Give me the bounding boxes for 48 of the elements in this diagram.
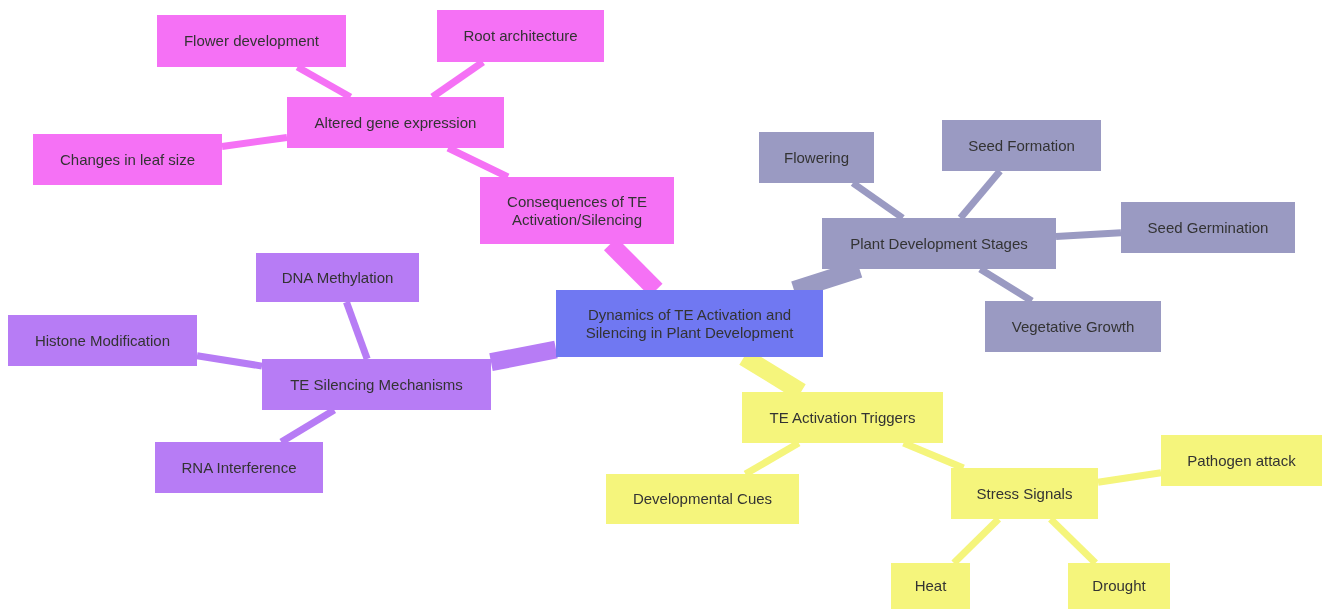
- topic-box: [155, 442, 323, 493]
- branch-line: [1055, 229, 1122, 241]
- topic-label: TE Activation Triggers: [769, 408, 916, 427]
- branch-line: [489, 340, 558, 371]
- topic-box: [262, 359, 491, 410]
- topic-label: Histone Modification: [34, 331, 171, 350]
- topic-box: [1161, 435, 1322, 486]
- topic-label: RNA Interference: [181, 458, 297, 477]
- topic-label: Flower development: [183, 32, 320, 50]
- root-topic-box: [556, 290, 823, 357]
- topic-label: Seed Formation: [968, 136, 1075, 155]
- topic-box: [437, 10, 604, 62]
- topic-box: [256, 253, 419, 302]
- topic-label: Seed Germination: [1147, 218, 1269, 237]
- topic-label: Flowering: [784, 148, 849, 167]
- topic-box: [1121, 202, 1295, 253]
- topic-box: [157, 15, 346, 67]
- topic-box: [985, 301, 1161, 352]
- topic-label: Developmental Cues: [632, 490, 773, 508]
- topic-label: TE Silencing Mechanisms: [290, 375, 463, 394]
- topic-label: DNA Methylation: [281, 268, 394, 287]
- topic-box: [759, 132, 874, 183]
- branch-line: [343, 300, 371, 361]
- topic-box: [8, 315, 197, 366]
- topic-label: Drought: [1092, 577, 1146, 595]
- branch-line: [221, 134, 288, 150]
- topic-box: [822, 218, 1056, 269]
- branch-line: [1097, 469, 1162, 486]
- topic-box: [742, 392, 943, 443]
- branch-line: [196, 352, 263, 370]
- topic-box: [951, 468, 1098, 519]
- topic-box: [942, 120, 1101, 171]
- topic-label: Vegetative Growth: [1011, 317, 1135, 336]
- topic-label: Consequences of TE Activation/Silencing: [506, 192, 648, 229]
- topic-box: [480, 177, 674, 244]
- topic-label: Altered gene expression: [314, 113, 477, 132]
- topic-label: Root architecture: [463, 27, 578, 45]
- topic-box: [1068, 563, 1170, 609]
- topic-box: [606, 474, 799, 524]
- topic-box: [287, 97, 504, 148]
- topic-label: Plant Development Stages: [850, 234, 1028, 253]
- topic-box: [33, 134, 222, 185]
- topic-label: Pathogen attack: [1187, 451, 1296, 470]
- topic-label: Dynamics of TE Activation and Silencing in Plant Development: [584, 305, 795, 342]
- topic-label: Changes in leaf size: [59, 150, 196, 169]
- topic-box: [891, 563, 970, 609]
- topic-label: Heat: [914, 577, 947, 595]
- topic-label: Stress Signals: [976, 484, 1073, 503]
